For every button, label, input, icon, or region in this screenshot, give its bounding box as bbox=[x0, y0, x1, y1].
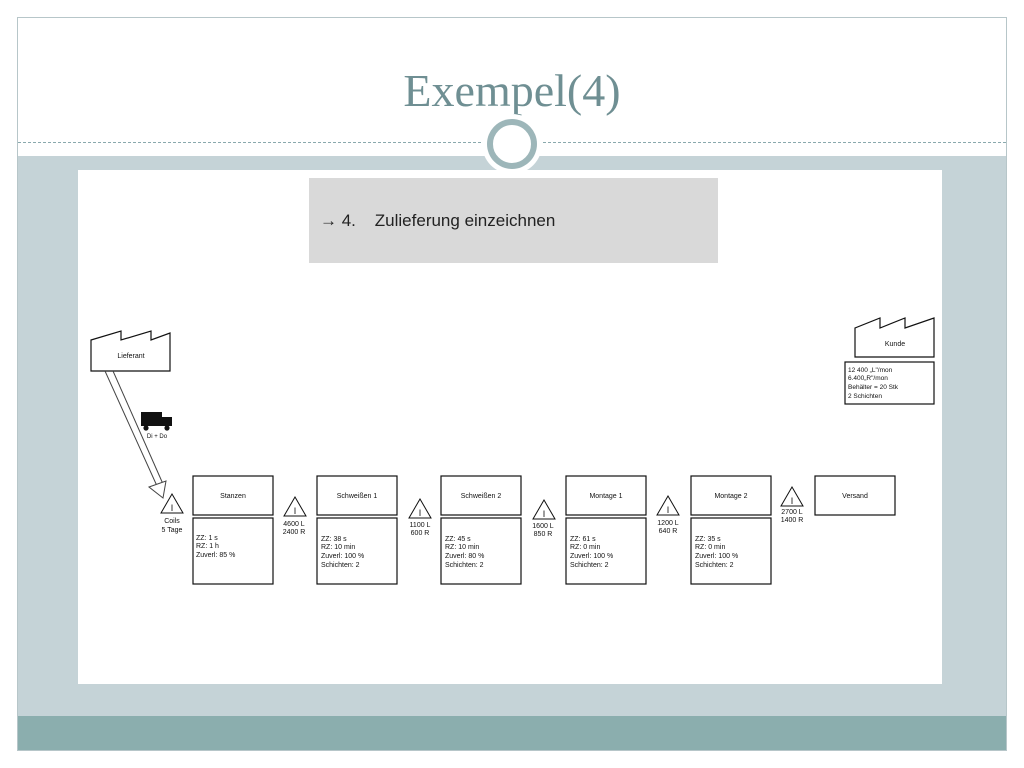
svg-text:I: I bbox=[419, 508, 422, 518]
inventory-triangle-icon: I bbox=[408, 498, 432, 519]
customer-data-box bbox=[844, 361, 935, 405]
slide-title: Exempel(4) bbox=[403, 65, 621, 116]
montage-2-data-2: RZ: 0 min bbox=[695, 544, 725, 551]
inventory-1-line-1: Coils bbox=[164, 518, 180, 525]
supplier-factory-icon bbox=[90, 330, 171, 372]
process-box-schweissen-1 bbox=[316, 475, 398, 516]
schweissen-2-data-3: Zuverl: 80 % bbox=[445, 553, 484, 560]
customer-factory-icon bbox=[854, 317, 935, 358]
divider-circle-center bbox=[491, 123, 533, 165]
schweissen-1-data-2: RZ: 10 min bbox=[321, 544, 355, 551]
schweissen-2-data-2: RZ: 10 min bbox=[445, 544, 479, 551]
customer-container: Behälter = 20 Stk bbox=[848, 384, 899, 391]
montage-2-data-1: ZZ: 35 s bbox=[695, 536, 721, 543]
process-box-montage-2 bbox=[690, 475, 772, 516]
montage-2-data-3: Zuverl: 100 % bbox=[695, 553, 738, 560]
schweissen-1-data-3: Zuverl: 100 % bbox=[321, 553, 364, 560]
customer-demand-r: 6.400„R"/mon bbox=[848, 375, 888, 382]
process-box-schweissen-2 bbox=[440, 475, 522, 516]
montage-2-data-4: Schichten: 2 bbox=[695, 562, 734, 569]
customer-shifts: 2 Schichten bbox=[848, 393, 882, 400]
svg-text:I: I bbox=[543, 509, 546, 519]
customer-demand-l: 12 400 „L"/mon bbox=[848, 367, 893, 374]
schweissen-2-data-1: ZZ: 45 s bbox=[445, 536, 471, 543]
inventory-triangle-icon: I bbox=[532, 499, 556, 520]
inventory-5-line-1: 1200 L bbox=[657, 520, 679, 527]
inventory-6-line-2: 1400 R bbox=[781, 517, 804, 524]
montage-1-data-2: RZ: 0 min bbox=[570, 544, 600, 551]
process-name-schweissen-2: Schweißen 2 bbox=[461, 493, 502, 500]
inventory-2-line-1: 4600 L bbox=[283, 521, 305, 528]
montage-1-data-4: Schichten: 2 bbox=[570, 562, 609, 569]
delivery-schedule: Di + Do bbox=[147, 434, 168, 440]
schweissen-1-data-1: ZZ: 38 s bbox=[321, 536, 347, 543]
process-data-box-schweissen-1 bbox=[316, 517, 398, 585]
stanzen-data-2: RZ: 1 h bbox=[196, 543, 219, 550]
inventory-5-line-2: 640 R bbox=[659, 528, 678, 535]
inventory-2-line-2: 2400 R bbox=[283, 529, 306, 536]
process-name-schweissen-1: Schweißen 1 bbox=[337, 493, 378, 500]
inventory-triangle-icon: I bbox=[656, 495, 680, 516]
process-box-montage-1 bbox=[565, 475, 647, 516]
inventory-6-line-1: 2700 L bbox=[781, 509, 803, 516]
process-box-stanzen bbox=[192, 475, 274, 516]
process-data-box-stanzen bbox=[192, 517, 274, 585]
inventory-4-line-1: 1600 L bbox=[532, 523, 554, 530]
process-name-montage-1: Montage 1 bbox=[589, 493, 622, 500]
inventory-triangle-icon: I bbox=[780, 486, 804, 507]
process-data-box-schweissen-2 bbox=[440, 517, 522, 585]
stanzen-data-1: ZZ: 1 s bbox=[196, 535, 218, 542]
bottom-band bbox=[18, 716, 1006, 750]
inventory-1-line-2: 5 Tage bbox=[162, 527, 183, 534]
svg-text:I: I bbox=[791, 496, 794, 506]
customer-label: Kunde bbox=[885, 341, 905, 348]
montage-1-data-1: ZZ: 61 s bbox=[570, 536, 596, 543]
montage-1-data-3: Zuverl: 100 % bbox=[570, 553, 613, 560]
svg-text:I: I bbox=[171, 503, 174, 513]
process-data-box-montage-1 bbox=[565, 517, 647, 585]
stanzen-data-3: Zuverl: 85 % bbox=[196, 552, 235, 559]
schweissen-2-data-4: Schichten: 2 bbox=[445, 562, 484, 569]
process-name-montage-2: Montage 2 bbox=[714, 493, 747, 500]
inventory-4-line-2: 850 R bbox=[534, 531, 553, 538]
inventory-3-line-2: 600 R bbox=[411, 530, 430, 537]
process-box-versand bbox=[814, 475, 896, 516]
process-name-stanzen: Stanzen bbox=[220, 493, 246, 500]
truck-icon bbox=[141, 412, 172, 431]
inventory-3-line-1: 1100 L bbox=[410, 522, 431, 529]
process-data-box-montage-2 bbox=[690, 517, 772, 585]
step-text: → 4. Zulieferung einzeichnen bbox=[320, 211, 556, 230]
supplier-label: Lieferant bbox=[117, 353, 144, 360]
supplier-shipment-arrow bbox=[104, 370, 167, 499]
process-name-versand: Versand bbox=[842, 493, 868, 500]
step-callout bbox=[309, 178, 718, 263]
svg-text:I: I bbox=[667, 505, 670, 515]
inventory-triangle-icon: I bbox=[283, 496, 307, 517]
inventory-triangle-icon: I bbox=[160, 493, 184, 514]
svg-text:I: I bbox=[294, 506, 297, 516]
schweissen-1-data-4: Schichten: 2 bbox=[321, 562, 360, 569]
